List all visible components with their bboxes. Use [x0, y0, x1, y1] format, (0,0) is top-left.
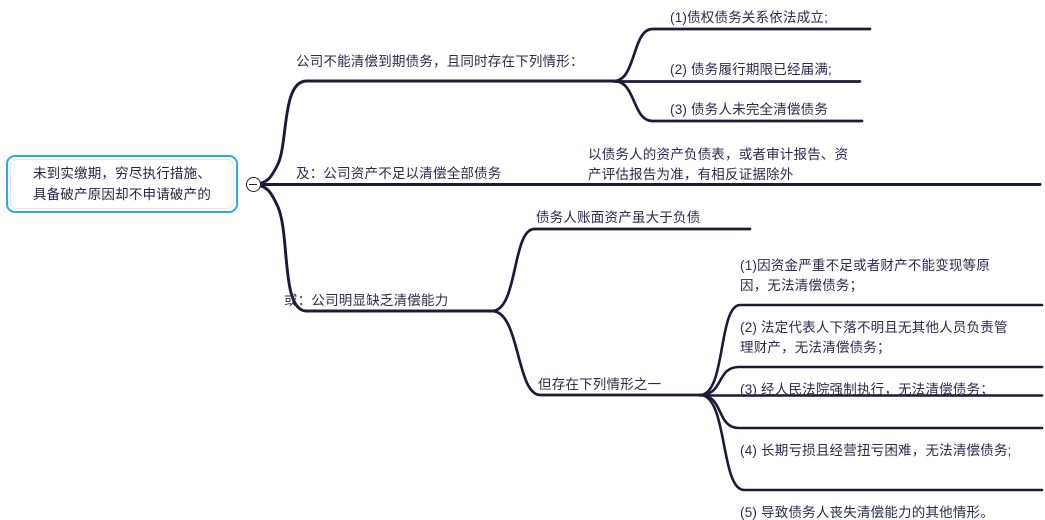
branch-1-child-3[interactable]: (3) 债务人未完全清偿债务	[670, 102, 829, 117]
branch-2-child-1[interactable]: 以债务人的资产负债表，或者审计报告、资 产评估报告为准，有相反证据除外	[588, 145, 848, 185]
branch-3-child-1[interactable]: 债务人账面资产虽大于负债	[536, 210, 701, 225]
minus-circle-icon[interactable]	[246, 177, 261, 192]
root-label-line2: 具备破产原因却不申请破产的	[32, 187, 212, 202]
branch-3-sub-child-1-line2: 因，无法清偿债务；	[740, 278, 864, 293]
branch-3-sub-child-1[interactable]: (1)因资金严重不足或者财产不能变现等原 因，无法清偿债务；	[740, 256, 990, 296]
branch-1-child-2[interactable]: (2) 债务履行期限已经届满;	[670, 62, 833, 77]
branch-1-child-1[interactable]: (1)债权债务关系依法成立;	[670, 10, 829, 25]
branch-2-child-1-line2: 产评估报告为准，有相反证据除外	[588, 167, 794, 182]
branch-3-sub-child-2-line2: 理财产，无法清偿债务；	[740, 340, 891, 355]
branch-2-label[interactable]: 及：公司资产不足以清偿全部债务	[296, 166, 502, 181]
branch-3-sub-child-2[interactable]: (2) 法定代表人下落不明且无其他人员负责管 理财产，无法清偿债务；	[740, 318, 1008, 358]
branch-3-label[interactable]: 或：公司明显缺乏清偿能力	[284, 293, 449, 308]
root-node[interactable]: 未到实缴期，穷尽执行措施、 具备破产原因却不申请破产的	[6, 155, 238, 213]
branch-1-label[interactable]: 公司不能清偿到期债务，且同时存在下列情形：	[296, 54, 584, 69]
branch-3-child-2-label[interactable]: 但存在下列情形之一	[538, 377, 662, 392]
root-node-inner: 未到实缴期，穷尽执行措施、 具备破产原因却不申请破产的	[10, 159, 234, 209]
branch-2-child-1-line1: 以债务人的资产负债表，或者审计报告、资	[588, 147, 849, 162]
branch-3-sub-child-4[interactable]: (4) 长期亏损且经营扭亏困难，无法清偿债务;	[740, 443, 1012, 458]
branch-3-sub-child-3[interactable]: (3) 经人民法院强制执行，无法清偿债务；	[740, 382, 994, 397]
branch-3-sub-child-2-line1: (2) 法定代表人下落不明且无其他人员负责管	[740, 320, 1008, 335]
branch-3-sub-child-5[interactable]: (5) 导致债务人丧失清偿能力的其他情形。	[740, 505, 994, 520]
branch-3-sub-child-1-line1: (1)因资金严重不足或者财产不能变现等原	[740, 258, 990, 273]
root-label-line1: 未到实缴期，穷尽执行措施、	[32, 166, 212, 181]
